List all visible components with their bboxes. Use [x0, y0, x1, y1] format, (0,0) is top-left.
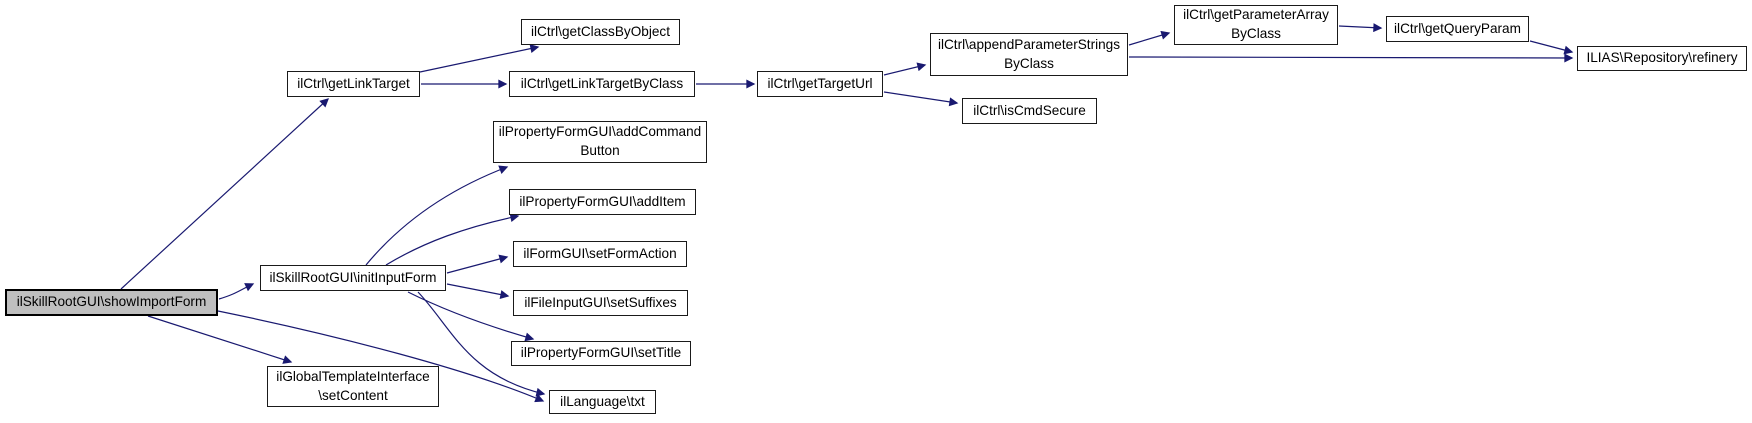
- edge-initInputForm-setTitle: [407, 291, 535, 342]
- node-set-form-action[interactable]: ilFormGUI\setFormAction: [513, 241, 687, 267]
- edge-showImportForm-getLinkTarget: [120, 98, 329, 290]
- node-init-input-form[interactable]: ilSkillRootGUI\initInputForm: [260, 265, 446, 291]
- edge-showImportForm-initInputForm: [218, 283, 255, 300]
- node-get-link-target-by-class[interactable]: ilCtrl\getLinkTargetByClass: [509, 71, 695, 97]
- edge-appendParameterStringsByClass-getParameterArrayByClass: [1128, 30, 1171, 46]
- edge-getLinkTarget-getClassByObject: [419, 44, 540, 73]
- edge-initInputForm-addItem: [385, 213, 520, 266]
- node-txt[interactable]: ilLanguage\txt: [549, 390, 656, 414]
- node-get-link-target[interactable]: ilCtrl\getLinkTarget: [287, 71, 420, 97]
- edge-initInputForm-txt: [417, 291, 546, 397]
- node-get-query-param[interactable]: ilCtrl\getQueryParam: [1386, 16, 1529, 42]
- edge-appendParameterStringsByClass-refinery: [1128, 53, 1574, 63]
- node-set-suffixes[interactable]: ilFileInputGUI\setSuffixes: [513, 290, 688, 316]
- node-get-class-by-object[interactable]: ilCtrl\getClassByObject: [521, 19, 680, 45]
- node-is-cmd-secure[interactable]: ilCtrl\isCmdSecure: [962, 98, 1097, 124]
- edge-getParameterArrayByClass-getQueryParam: [1338, 23, 1383, 33]
- node-set-content[interactable]: ilGlobalTemplateInterface \setContent: [267, 366, 439, 407]
- node-append-parameter-strings-by-class[interactable]: ilCtrl\appendParameterStrings ByClass: [930, 33, 1128, 76]
- node-show-import-form: ilSkillRootGUI\showImportForm: [5, 289, 218, 316]
- edge-getTargetUrl-isCmdSecure: [883, 91, 959, 107]
- edge-getQueryParam-refinery: [1529, 40, 1574, 55]
- edge-initInputForm-setFormAction: [446, 254, 509, 274]
- edge-showImportForm-setContent: [147, 315, 293, 364]
- node-refinery[interactable]: ILIAS\Repository\refinery: [1577, 46, 1747, 71]
- node-get-target-url[interactable]: ilCtrl\getTargetUrl: [757, 71, 883, 97]
- edge-showImportForm-txt: [217, 310, 545, 403]
- node-get-parameter-array-by-class[interactable]: ilCtrl\getParameterArray ByClass: [1174, 5, 1338, 45]
- edge-initInputForm-setSuffixes: [446, 283, 510, 299]
- edge-initInputForm-addCommandButton: [365, 165, 509, 266]
- node-add-command-button[interactable]: ilPropertyFormGUI\addCommand Button: [493, 121, 707, 163]
- node-set-title[interactable]: ilPropertyFormGUI\setTitle: [511, 341, 691, 366]
- node-add-item[interactable]: ilPropertyFormGUI\addItem: [509, 189, 696, 215]
- edge-getTargetUrl-appendParameterStringsByClass: [883, 62, 927, 76]
